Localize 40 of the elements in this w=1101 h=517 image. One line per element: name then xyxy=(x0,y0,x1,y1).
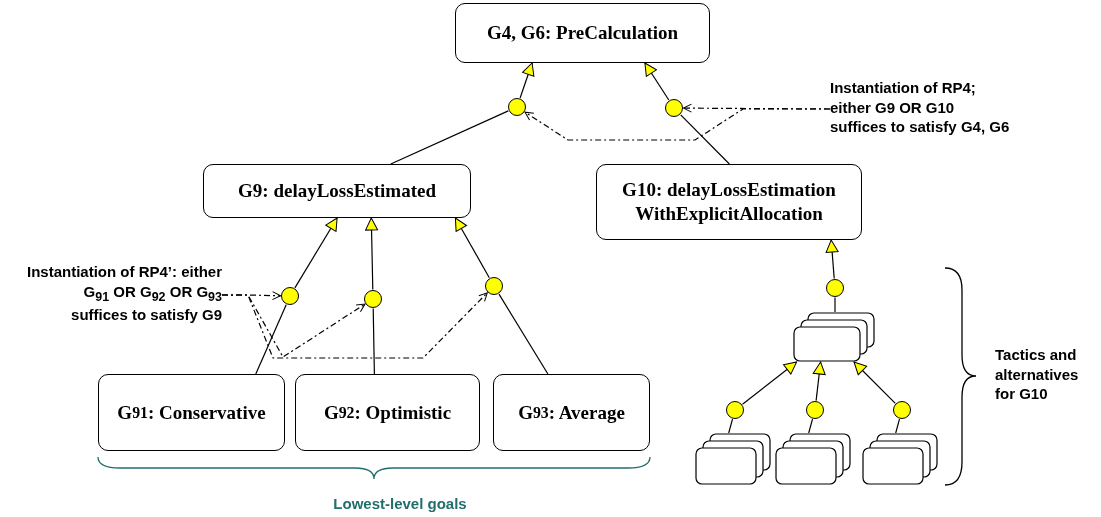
refinement-circle xyxy=(726,401,744,419)
bracket-label: Lowest-level goals xyxy=(332,494,468,514)
stacked-boxes xyxy=(775,433,851,485)
connector-line xyxy=(680,114,730,165)
refinement-circle xyxy=(826,279,844,297)
goal-box: G4, G6: PreCalculation xyxy=(455,3,710,63)
arrow xyxy=(294,217,338,289)
connector-line xyxy=(255,304,287,375)
refinement-circle xyxy=(508,98,526,116)
refinement-circle xyxy=(364,290,382,308)
arrow xyxy=(365,217,379,291)
refinement-circle xyxy=(806,401,824,419)
connector-line xyxy=(834,296,836,313)
annotation-text: Instantiation of RP4’: either G$_{91}$ OR G$_{92}$ OR G$_{93}$ suffices to satisfy G9 xyxy=(25,262,222,328)
stacked-boxes xyxy=(793,312,875,362)
arrow xyxy=(644,62,670,101)
bracket-label: Tactics and alternatives for G10 xyxy=(995,345,1080,404)
refinement-circle xyxy=(893,401,911,419)
goal-box: G10: delayLossEstimation WithExplicitAllocation xyxy=(596,164,862,240)
connector-line xyxy=(808,418,814,434)
refinement-circle xyxy=(665,99,683,117)
annotation-text: Instantiation of RP4; either G9 OR G10 suffices to satisfy G4, G6 xyxy=(830,78,1015,144)
arrow xyxy=(825,239,839,280)
connector-line xyxy=(895,418,901,434)
arrow xyxy=(853,361,896,404)
arrow xyxy=(741,361,798,405)
connector-line xyxy=(390,110,509,165)
arrow xyxy=(812,361,826,402)
connector-line xyxy=(498,293,549,375)
connector-line xyxy=(372,307,375,375)
goal-box: G9: delayLossEstimated xyxy=(203,164,471,218)
stacked-boxes xyxy=(862,433,938,485)
refinement-circle xyxy=(485,277,503,295)
arrow xyxy=(454,217,490,279)
dashed-arrow xyxy=(682,103,831,113)
arrow xyxy=(519,62,535,99)
stacked-boxes xyxy=(695,433,771,485)
connector-line xyxy=(728,418,734,434)
refinement-circle xyxy=(281,287,299,305)
dashed-arrow xyxy=(221,292,488,359)
